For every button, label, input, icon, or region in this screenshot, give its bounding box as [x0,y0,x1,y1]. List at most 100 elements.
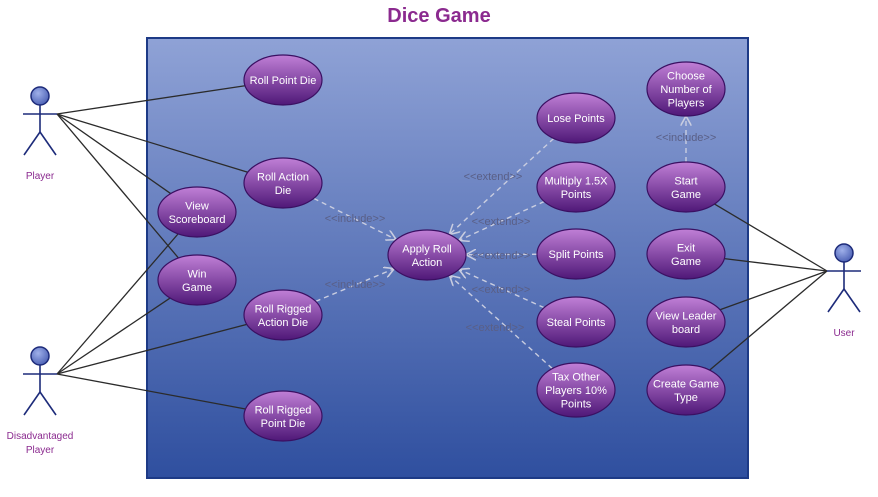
use-case-label: Action [412,257,443,269]
stick-figure-icon [827,243,861,313]
use-case-roll-point-die[interactable]: Roll Point Die [243,54,323,106]
association-line-player-win-game [56,113,179,259]
use-case-ellipse[interactable] [536,228,616,280]
use-case-label: Point Die [261,418,306,430]
use-case-ellipse[interactable] [387,229,467,281]
use-case-ellipse[interactable] [536,296,616,348]
association-line-disadvantaged-roll-rigged-point-die [56,373,246,410]
relation-label: <<extend>> [472,284,531,296]
actor-label: Player [26,445,55,456]
relation-label: <<extend>> [464,171,523,183]
diagram-title: Dice Game [387,5,491,27]
associations-layer [56,85,828,410]
use-case-ellipse[interactable] [646,228,726,280]
use-case-label: Tax Other [552,372,600,384]
actor-label: Player [26,171,55,182]
use-case-lose-points[interactable]: Lose Points [536,92,616,144]
use-case-ellipse[interactable] [243,54,323,106]
use-case-ellipse[interactable] [243,289,323,341]
use-case-label: Roll Point Die [250,75,317,87]
relation-line-lose-points-apply-roll-action [449,137,555,235]
use-case-multiply-points[interactable]: Multiply 1.5X Points [536,161,616,213]
use-case-label: Roll Action [257,171,309,183]
use-case-ellipse[interactable] [157,186,237,238]
use-case-ellipse[interactable] [157,254,237,306]
use-case-label: Exit [677,242,695,254]
actor-label: Disadvantaged [7,431,74,442]
use-case-ellipse[interactable] [536,92,616,144]
relation-label: <<extend>> [472,250,531,262]
association-line-player-roll-action-die [56,113,248,173]
use-case-steal-points[interactable]: Steal Points [536,296,616,348]
relation-label: <<extend>> [472,216,531,228]
use-case-label: Start [674,175,697,187]
use-case-label: Action Die [258,317,308,329]
relation-label: <<include>> [656,132,717,144]
use-case-label: Points [561,189,592,201]
use-case-label: Roll Rigged [255,303,312,315]
use-case-label: Lose Points [547,113,605,125]
actor-label: User [833,328,855,339]
use-case-label: Players [668,98,705,110]
use-case-label: Type [674,392,698,404]
use-case-label: Multiply 1.5X [545,175,609,187]
use-case-label: Win [188,268,207,280]
use-case-label: View Leader [656,310,717,322]
use-case-label: Split Points [548,249,604,261]
use-case-label: Steal Points [547,317,606,329]
stick-figure-icon [23,86,57,156]
association-line-user-exit-game [724,257,828,272]
use-case-ellipse[interactable] [243,390,323,442]
use-case-label: Apply Roll [402,243,452,255]
use-case-label: Number of [660,84,712,96]
use-case-label: Game [182,282,212,294]
use-case-view-leaderboard[interactable]: View Leader board [646,296,726,348]
use-case-label: View [185,200,209,212]
association-line-disadvantaged-roll-rigged-action-die [56,323,248,375]
relation-line-steal-points-apply-roll-action [459,269,545,309]
use-case-ellipse[interactable] [646,161,726,213]
use-case-ellipse[interactable] [536,161,616,213]
use-case-ellipse[interactable] [646,364,726,416]
use-case-ellipse[interactable] [646,61,726,117]
actor-user[interactable]: User [827,243,861,339]
use-case-label: Scoreboard [169,214,226,226]
use-case-label: Points [561,399,592,411]
actor-player[interactable]: Player [23,86,57,182]
use-case-label: Die [275,185,292,197]
association-line-user-view-leaderboard [719,270,828,311]
use-case-label: Players 10% [545,385,607,397]
use-case-ellipse[interactable] [243,157,323,209]
association-line-disadvantaged-view-scoreboard [56,233,179,375]
use-case-label: board [672,324,700,336]
use-case-ellipse[interactable] [536,362,616,418]
relation-label: <<include>> [325,279,386,291]
association-line-user-start-game [714,203,828,272]
use-case-ellipse[interactable] [646,296,726,348]
stick-figure-icon [23,346,57,416]
association-line-player-roll-point-die [56,85,246,115]
relation-line-multiply-points-apply-roll-action [459,200,545,240]
relation-label: <<extend>> [466,322,525,334]
association-line-player-view-scoreboard [56,113,172,195]
association-line-disadvantaged-win-game [56,297,171,375]
relations-layer: <<include>> <<include>> <<extend>> <<extend… [313,116,717,370]
association-line-user-create-game-type [709,270,828,371]
relation-label: <<include>> [325,213,386,225]
use-case-split-points[interactable]: Split Points [536,228,616,280]
